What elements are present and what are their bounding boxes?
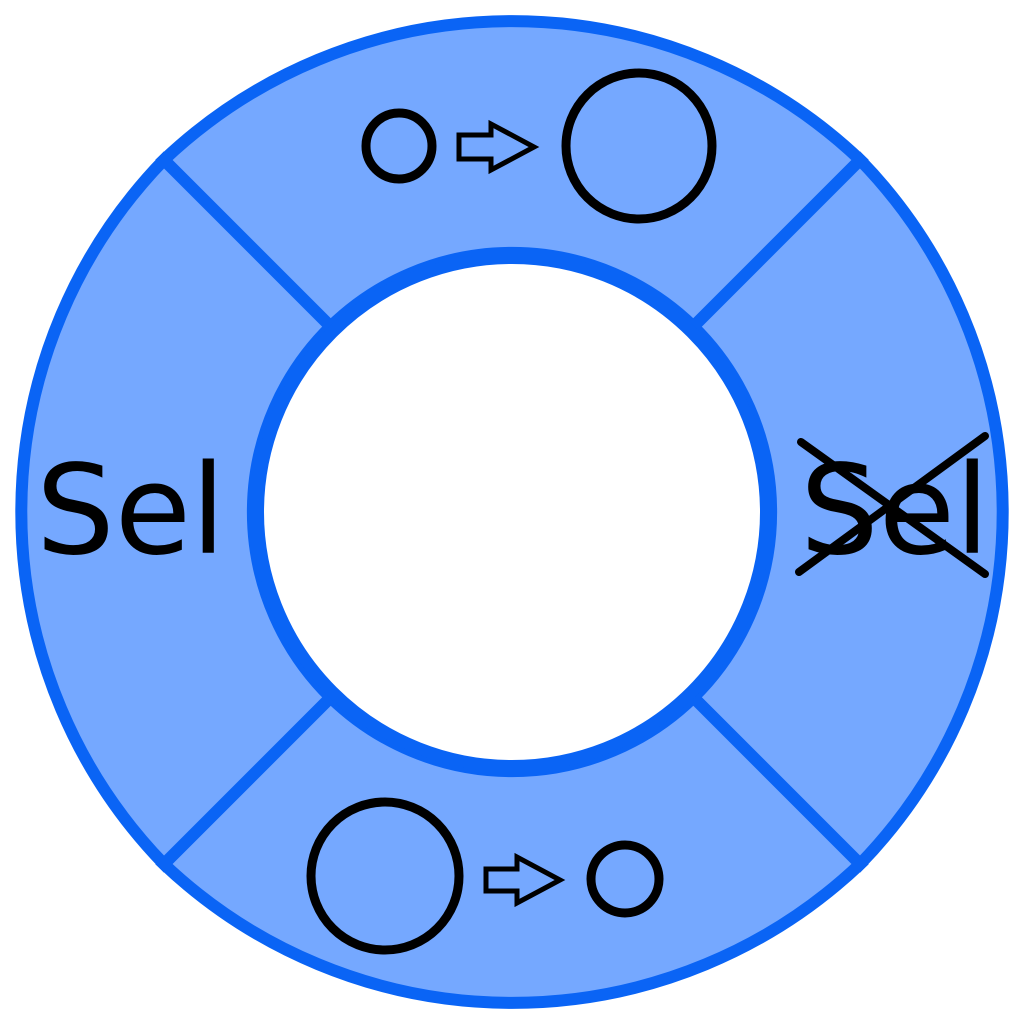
arrow-right-icon bbox=[456, 119, 540, 175]
pie-center bbox=[252, 252, 772, 772]
small-to-large-circle-icon bbox=[361, 68, 717, 224]
small-circle-icon bbox=[586, 840, 664, 918]
large-circle-icon bbox=[306, 797, 464, 955]
pie-item-deselect[interactable]: Sel bbox=[684, 151, 1009, 873]
strike-cross-icon bbox=[795, 432, 989, 578]
large-to-small-circle-icon bbox=[306, 797, 664, 955]
arrow-right-icon bbox=[483, 852, 566, 908]
large-circle-icon bbox=[561, 68, 717, 224]
strike-line-up bbox=[795, 432, 989, 576]
small-circle-icon bbox=[361, 108, 437, 184]
select-label: Sel bbox=[36, 439, 225, 583]
